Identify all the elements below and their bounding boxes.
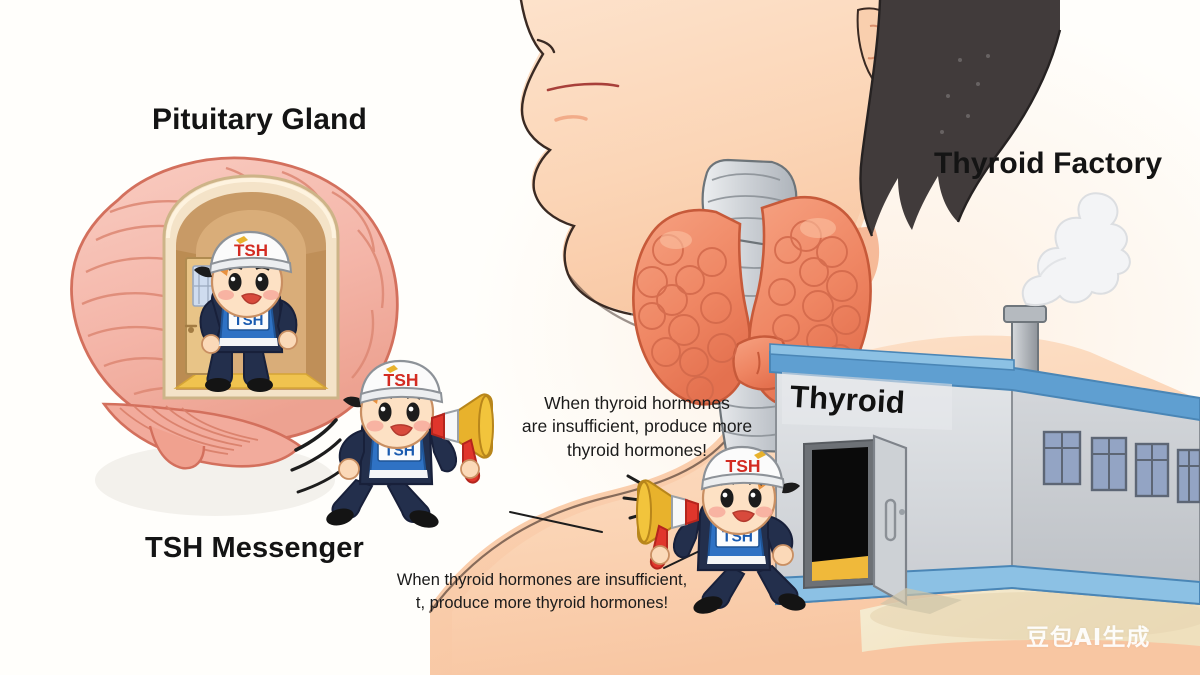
- smoke-puffs: [1021, 192, 1131, 306]
- factory-sign-label: Thyroid: [789, 378, 906, 421]
- svg-text:TSH: TSH: [234, 312, 264, 329]
- megaphone-icon: [431, 393, 494, 484]
- svg-text:TSH: TSH: [384, 370, 419, 390]
- label-thyroid-factory: Thyroid Factory: [934, 147, 1163, 180]
- megaphone-icon-2: [636, 479, 699, 570]
- factory-sign: Thyroid: [789, 379, 906, 421]
- svg-text:TSH: TSH: [722, 529, 753, 546]
- tsh-character-pituitary: TSH TSH: [194, 230, 298, 392]
- motion-lines-runner: [290, 418, 346, 494]
- svg-text:TSH: TSH: [384, 443, 415, 460]
- speech-text-upper: When thyroid hormones are insufficient, …: [521, 393, 753, 460]
- brain-pituitary: [70, 156, 399, 516]
- svg-text:TSH: TSH: [234, 241, 268, 260]
- speech-text-lower: When thyroid hormones are insufficient, …: [396, 571, 688, 613]
- tsh-character-runner: TSH TSH: [326, 359, 494, 528]
- label-pituitary-gland: Pituitary Gland: [152, 103, 367, 136]
- label-tsh-messenger: TSH Messenger: [145, 532, 364, 564]
- thyroid-factory-building: [769, 192, 1200, 652]
- ai-watermark: 豆包AI生成: [1026, 625, 1151, 651]
- factory-windows: [1042, 430, 1200, 504]
- speech-tail-lines: [509, 511, 713, 569]
